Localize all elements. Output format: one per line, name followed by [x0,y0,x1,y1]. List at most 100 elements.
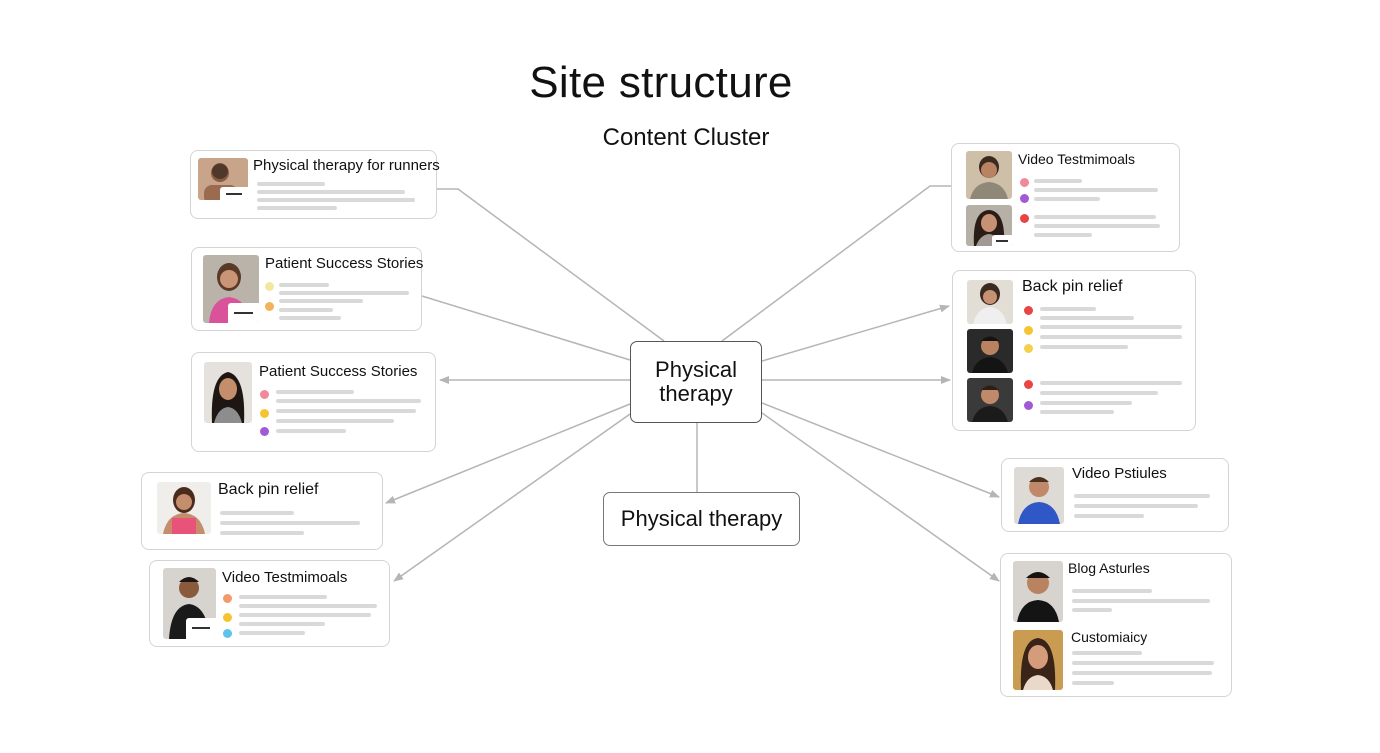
placeholder-line [276,390,354,394]
bullet-icon [1024,401,1033,410]
placeholder-line [1040,307,1096,311]
placeholder-line [279,308,333,312]
bullet-icon [223,629,232,638]
placeholder-line [276,409,416,413]
placeholder-line [1072,681,1114,685]
placeholder-line [1074,504,1198,508]
edge-hub-video-right [721,185,951,342]
bullet-icon [260,427,269,436]
person-photo-icon [1018,477,1060,524]
placeholder-line [257,198,415,202]
placeholder-line [239,604,377,608]
placeholder-line [1074,494,1210,498]
card-title: Patient Success Stories [265,255,424,272]
placeholder-line [239,595,327,599]
card-title: Blog Asturles [1068,560,1150,576]
card-title: Back pin relief [1022,278,1123,295]
logo-badge [186,617,216,639]
card-back-pin-relief-left[interactable]: Back pin relief [141,472,383,550]
hub-label-line2: therapy [659,381,733,406]
avatar [966,151,1012,199]
avatar [204,362,252,423]
placeholder-line [220,521,360,525]
placeholder-line [1040,391,1158,395]
avatar [1014,467,1064,524]
card-title: Back pin relief [218,481,319,498]
bullet-icon [1020,214,1029,223]
card-success-stories-1[interactable]: Patient Success Stories [191,247,424,331]
edge-hub-blog [761,412,1000,582]
placeholder-line [276,399,421,403]
placeholder-line [1040,316,1134,320]
person-photo-icon [970,156,1008,199]
bullet-icon [223,594,232,603]
placeholder-line [239,631,305,635]
placeholder-line [1040,345,1128,349]
card-second-title: Customiaicy [1071,629,1148,645]
placeholder-line [1072,608,1112,612]
logo-badge [220,187,248,200]
card-video-testimonials-left[interactable]: Video Testmimoals [149,560,390,647]
person-photo-icon [973,283,1007,324]
person-photo-icon [972,336,1008,373]
page-subtitle: Content Cluster [602,124,770,151]
placeholder-line [1034,215,1156,219]
secondary-node[interactable]: Physical therapy [603,492,800,546]
person-photo-icon [1017,572,1059,622]
placeholder-line [279,316,341,320]
card-video-pstiules[interactable]: Video Pstiules [1001,458,1229,532]
bullet-icon [223,613,232,622]
placeholder-line [1072,661,1214,665]
logo-badge [227,302,259,323]
card-back-pin-relief-right[interactable]: Back pin relief [952,270,1196,431]
secondary-node-label: Physical therapy [620,506,783,531]
edge-hub-video-pst [761,402,1000,498]
placeholder-line [239,622,325,626]
avatar [1013,630,1063,690]
placeholder-line [279,291,409,295]
bullet-icon [260,390,269,399]
avatar [1013,561,1063,622]
placeholder-line [1074,514,1144,518]
placeholder-line [276,429,346,433]
card-runners[interactable]: Physical therapy for runners [190,150,440,219]
avatar [198,158,248,200]
avatar [967,280,1013,324]
avatar [967,378,1013,422]
card-video-testimonials-right[interactable]: Video Testmimoals [951,143,1180,252]
page-title: Site structure [529,58,793,107]
card-title: Video Pstiules [1072,465,1167,482]
placeholder-line [1034,188,1158,192]
avatar [967,329,1013,373]
edge-hub-back-right-top [761,304,950,362]
logo-badge [991,235,1012,246]
bullet-icon [1024,380,1033,389]
placeholder-line [279,283,329,287]
placeholder-line [1040,381,1182,385]
bullet-icon [1020,194,1029,203]
placeholder-line [1034,197,1100,201]
bullet-icon [1024,344,1033,353]
placeholder-line [1034,233,1092,237]
placeholder-line [1034,179,1082,183]
card-title: Video Testmimoals [1018,151,1135,167]
person-photo-icon [972,385,1008,422]
card-success-stories-2[interactable]: Patient Success Stories [191,352,436,452]
placeholder-line [257,206,337,210]
avatar [966,205,1012,246]
person-photo-icon [1020,638,1056,690]
hub-node[interactable]: Physical therapy [630,341,762,423]
placeholder-line [276,419,394,423]
avatar [157,482,211,534]
card-blog-articles[interactable]: Blog Asturles Customiaicy [1000,553,1232,697]
card-title: Video Testmimoals [222,569,348,586]
placeholder-line [239,613,371,617]
bullet-icon [1024,306,1033,315]
bullet-icon [260,409,269,418]
placeholder-line [257,190,405,194]
placeholder-line [1072,589,1152,593]
placeholder-line [1072,599,1210,603]
card-title: Physical therapy for runners [253,157,440,174]
placeholder-line [1040,335,1182,339]
